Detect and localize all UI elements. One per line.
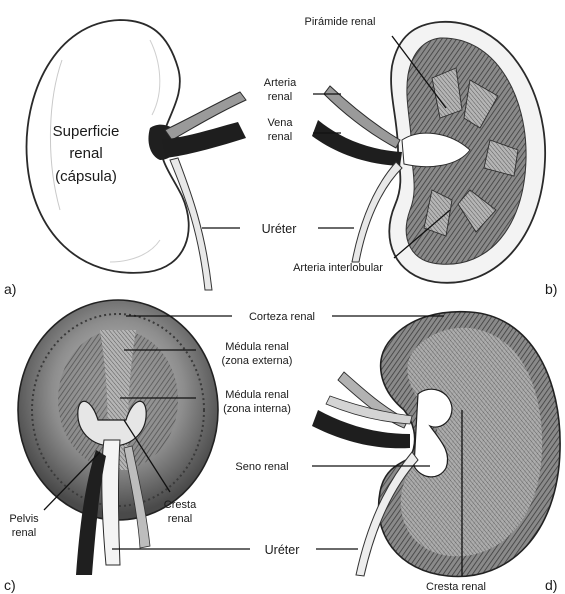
kidney-section-b [312, 22, 545, 283]
label-seno-renal: Seno renal [235, 461, 288, 473]
label-ureter-top: Uréter [262, 222, 297, 236]
label-arteria-interlobular: Arteria interlobular [293, 262, 383, 274]
kidney-section-c [18, 300, 218, 575]
label-cresta-renal-d: Cresta renal [426, 581, 486, 593]
label-medula-externa-line1: Médula renal [225, 341, 289, 353]
label-cresta-c-line2: renal [168, 513, 192, 525]
label-medula-interna-line1: Médula renal [225, 389, 289, 401]
label-medula-externa-line2: (zona externa) [222, 355, 293, 367]
kidney-exterior [27, 20, 246, 290]
label-ureter-bottom: Uréter [265, 543, 300, 557]
label-corteza-renal: Corteza renal [249, 311, 315, 323]
label-superficie-line1: Superficie [53, 123, 120, 140]
label-arteria-line2: renal [268, 91, 292, 103]
panel-letter-d: d) [545, 577, 557, 593]
panel-letter-b: b) [545, 281, 557, 297]
panel-letter-a: a) [4, 281, 16, 297]
label-arteria-line1: Arteria [264, 77, 297, 89]
label-pelvis-line1: Pelvis [9, 513, 39, 525]
label-cresta-c-line1: Cresta [164, 499, 197, 511]
label-vena-line2: renal [268, 131, 292, 143]
label-superficie-line3: (cápsula) [55, 168, 117, 185]
kidney-section-d [312, 312, 560, 577]
label-superficie-line2: renal [69, 145, 102, 162]
panel-letter-c: c) [4, 577, 16, 593]
label-piramide-renal: Pirámide renal [305, 16, 376, 28]
label-vena-line1: Vena [267, 117, 293, 129]
label-pelvis-line2: renal [12, 527, 36, 539]
label-medula-interna-line2: (zona interna) [223, 403, 291, 415]
